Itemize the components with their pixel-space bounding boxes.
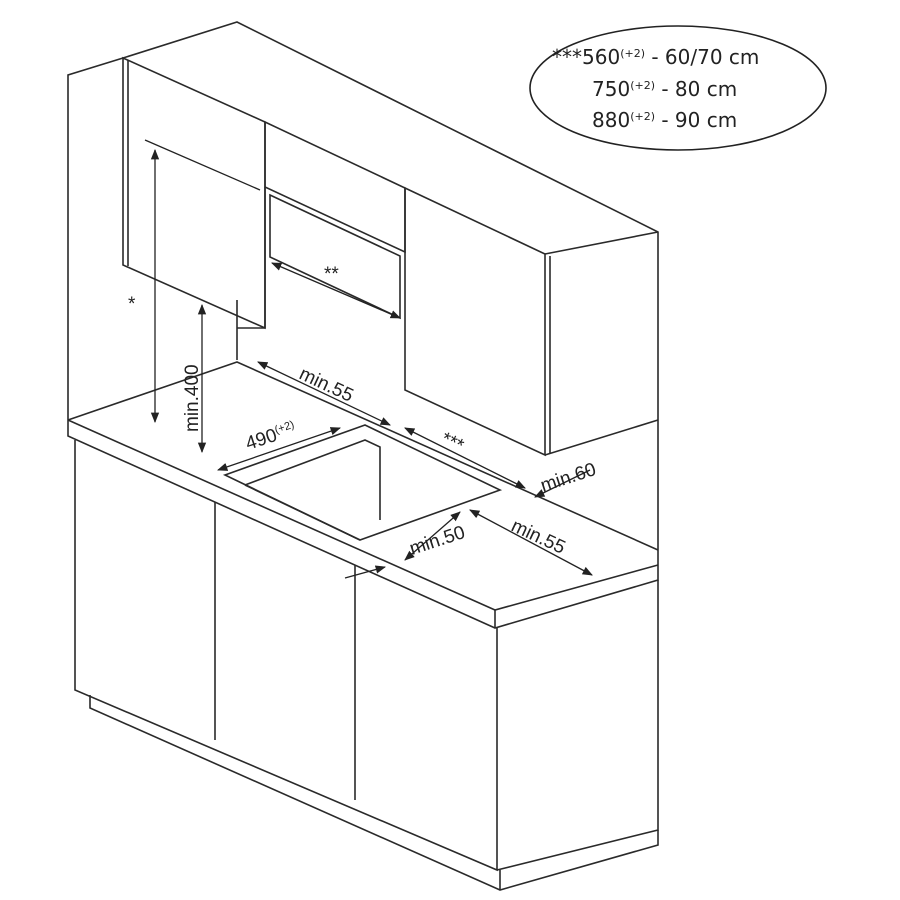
label-min-55-side: min.55 <box>508 515 569 558</box>
legend-line-1: ***560(+2) - 60/70 cm <box>552 45 759 69</box>
hood-cabinet <box>264 120 406 328</box>
legend-line-2: 750(+2) - 80 cm <box>592 77 737 101</box>
label-min-55-back: min.55 <box>296 363 357 406</box>
base-cabinets <box>74 440 659 891</box>
legend-ellipse: ***560(+2) - 60/70 cm 750(+2) - 80 cm 88… <box>529 25 827 151</box>
label-min-50: min.50 <box>407 522 468 560</box>
label-star: * <box>128 294 136 315</box>
legend-line-3: 880(+2) - 90 cm <box>592 108 737 132</box>
wall-outline <box>67 21 659 565</box>
upper-cabinet-left <box>122 56 266 330</box>
dimension-lines <box>144 139 593 579</box>
label-min-60: min.60 <box>538 459 599 497</box>
label-min-400: min.400 <box>182 364 203 432</box>
label-490: 490(+2) <box>243 419 299 455</box>
upper-cabinet-right <box>404 186 659 457</box>
label-hood-depth: ** <box>324 264 339 285</box>
worktop <box>67 361 659 629</box>
